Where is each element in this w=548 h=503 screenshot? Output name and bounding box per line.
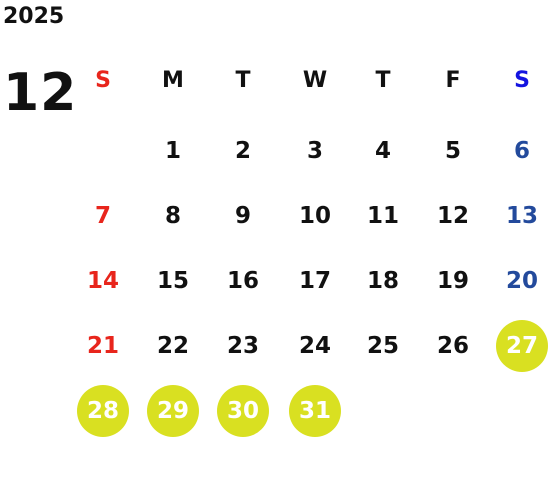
day-cell[interactable]: 8 [164, 202, 181, 229]
highlighted-day-cell[interactable]: 29 [147, 385, 199, 437]
day-cell[interactable]: 21 [86, 332, 119, 359]
highlighted-day-cell[interactable]: 30 [217, 385, 269, 437]
day-cell[interactable]: 24 [298, 332, 331, 359]
day-cell[interactable]: 10 [298, 202, 331, 229]
day-cell[interactable]: 14 [86, 267, 119, 294]
day-cell[interactable]: 7 [94, 202, 111, 229]
day-cell[interactable]: 20 [505, 267, 538, 294]
month-label: 12 [3, 63, 78, 123]
day-cell[interactable]: 19 [436, 267, 469, 294]
day-cell[interactable]: 6 [513, 137, 530, 164]
weekday-header: S [514, 68, 530, 93]
day-cell[interactable]: 3 [306, 137, 323, 164]
day-cell[interactable]: 11 [366, 202, 399, 229]
day-cell[interactable]: 12 [436, 202, 469, 229]
day-cell[interactable]: 22 [156, 332, 189, 359]
day-cell[interactable]: 25 [366, 332, 399, 359]
weekday-header: M [162, 68, 184, 93]
weekday-header: F [445, 68, 461, 93]
highlighted-day-cell[interactable]: 31 [289, 385, 341, 437]
day-cell[interactable]: 9 [234, 202, 251, 229]
weekday-header: T [235, 68, 251, 93]
day-cell[interactable]: 5 [444, 137, 461, 164]
year-label: 2025 [3, 4, 65, 29]
highlighted-day-cell[interactable]: 27 [496, 320, 548, 372]
day-cell[interactable]: 2 [234, 137, 251, 164]
day-cell[interactable]: 23 [226, 332, 259, 359]
day-cell[interactable]: 15 [156, 267, 189, 294]
day-cell[interactable]: 16 [226, 267, 259, 294]
day-cell[interactable]: 1 [164, 137, 181, 164]
day-cell[interactable]: 17 [298, 267, 331, 294]
highlighted-day-cell[interactable]: 28 [77, 385, 129, 437]
weekday-header: S [95, 68, 111, 93]
day-cell[interactable]: 13 [505, 202, 538, 229]
day-cell[interactable]: 26 [436, 332, 469, 359]
weekday-header: T [375, 68, 391, 93]
weekday-header: W [302, 68, 328, 93]
day-cell[interactable]: 4 [374, 137, 391, 164]
day-cell[interactable]: 18 [366, 267, 399, 294]
